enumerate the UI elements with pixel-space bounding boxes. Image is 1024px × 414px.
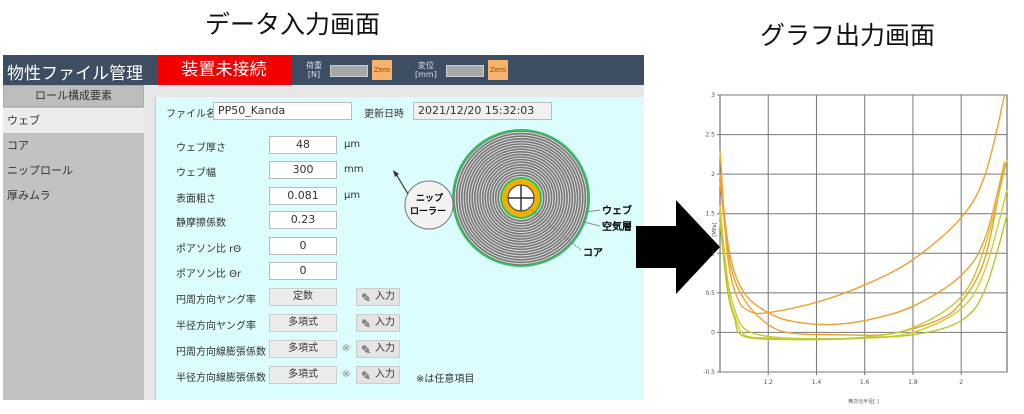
load-label-text: 荷重 [306,61,322,70]
field-label: 表面粗さ [176,194,216,205]
graph-screen-title: グラフ出力画面 [760,21,936,50]
sidebar-item-thickness[interactable]: 厚みムラ [7,189,51,202]
field-unit: µm [344,139,361,150]
updated-label: 更新日時 [364,109,404,120]
property-label: 円周方向ヤング率 [176,295,256,306]
air-layer-label: 空気層 [602,220,632,233]
field-input[interactable]: 48 [269,136,337,154]
app-title: 物性ファイル管理 [7,64,143,84]
field-unit: mm [344,164,364,175]
nip-roller [404,180,454,230]
field-label: ウェブ厚さ [176,143,226,154]
load-unit: [N] [307,70,321,79]
field-label: ウェブ幅 [176,168,216,179]
nip-roller-label-1: ニップ [416,192,444,204]
sidebar-item-core[interactable]: コア [7,139,29,152]
field-input[interactable]: 0 [269,262,337,280]
input-button-label: 入力 [375,317,395,328]
updated-value: 2021/12/20 15:32:03 [413,102,552,120]
content-panel: ファイル名 PP50_Kanda 更新日時 2021/12/20 15:32:0… [155,97,644,400]
load-readout [330,65,368,77]
x-tick-label: 1.4 [812,379,822,386]
disp-label: 変位[mm] [415,61,437,79]
y-tick-label: 2.5 [705,132,715,139]
pencil-icon: ✎ [361,317,372,331]
web-label: ウェブ [602,204,632,217]
y-tick-label: 1 [711,250,715,257]
input-button[interactable]: ✎入力 [356,366,400,384]
sidebar: ロール構成要素 ウェブ コア ニップロール 厚みムラ [3,85,144,400]
y-tick-label: 0 [711,329,715,336]
plot-area [719,94,1008,373]
disp-readout [446,65,484,77]
series-line [719,162,1006,326]
x-tick-label: 1.6 [860,379,870,386]
header-bar: 物性ファイル管理 装置未接続 荷重[N] Zero 変位[mm] Zero [3,55,644,85]
property-type-select[interactable]: 多項式 [269,340,337,358]
roll-diagram: ニップ ローラー ウェブ 空気層 コア [393,129,632,267]
field-unit: µm [344,190,361,201]
y-tick-label: 2 [711,171,715,178]
x-tick-label: 1.2 [763,379,773,386]
load-label: 荷重[N] [306,61,322,79]
sidebar-item-nip-roll[interactable]: ニップロール [7,164,73,177]
y-tick-label: -0.5 [703,369,715,376]
field-input[interactable]: 0 [269,237,337,255]
property-label: 半径方向ヤング率 [176,321,256,332]
disp-zero-button[interactable]: Zero [488,60,508,80]
property-label: 円周方向線膨張係数 [176,347,266,358]
input-screen-title: データ入力画面 [205,10,381,39]
x-axis-label: 無次元半径[-] [848,398,879,405]
x-tick-label: 2 [959,379,963,386]
file-name-input[interactable]: PP50_Kanda [213,102,352,120]
sidebar-item-web[interactable]: ウェブ [3,108,144,133]
property-type-select[interactable]: 多項式 [269,366,337,384]
y-tick-label: 3 [711,92,715,99]
optional-mark: ※ [342,369,351,380]
field-label: ポアソン比 rΘ [176,244,242,255]
sidebar-heading: ロール構成要素 [3,85,144,107]
arrow-right-icon [636,200,720,294]
series-line [719,159,1008,340]
x-tick-label: 1.8 [908,379,918,386]
load-zero-button[interactable]: Zero [372,60,392,80]
property-type-select[interactable]: 定数 [269,288,337,306]
field-input[interactable]: 0.23 [269,211,337,229]
field-input[interactable]: 0.081 [269,187,337,205]
data-input-window: 物性ファイル管理 装置未接続 荷重[N] Zero 変位[mm] Zero ロー… [3,55,644,400]
field-input[interactable]: 300 [269,161,337,179]
property-label: 半径方向線膨張係数 [176,373,266,384]
y-tick-label: 1.5 [705,211,715,218]
stress-chart: -0.5 0 0.5 1 1.5 2 2.5 3 1.2 1.4 1.6 1.8 2 無次元半径[-] [M… [703,92,1008,405]
web-outer-edge [452,129,590,267]
y-axis-label: [MPa] [712,222,718,236]
y-tick-label: 0.5 [705,290,715,297]
input-button[interactable]: ✎入力 [356,314,400,332]
optional-mark: ※ [342,343,351,354]
optional-note: ※は任意項目 [416,374,475,385]
input-button-label: 入力 [375,343,395,354]
field-label: ポアソン比 Θr [176,269,242,280]
pencil-icon: ✎ [361,369,372,383]
core-label: コア [583,247,603,259]
series-line [719,94,1006,315]
nip-direction-arrow [395,173,409,195]
series-line [719,215,1008,341]
disp-label-text: 変位 [417,61,434,70]
series-line [719,162,1006,337]
pencil-icon: ✎ [361,291,372,305]
file-name-label: ファイル名 [166,109,216,120]
pencil-icon: ✎ [361,343,372,357]
property-type-select[interactable]: 多項式 [269,314,337,332]
disp-unit: [mm] [415,70,437,79]
input-button-label: 入力 [375,369,395,380]
input-button[interactable]: ✎入力 [356,340,400,358]
field-label: 静摩擦係数 [176,218,226,229]
input-button[interactable]: ✎入力 [356,288,400,306]
connection-status: 装置未接続 [157,55,291,85]
nip-roller-label-2: ローラー [410,206,446,217]
input-button-label: 入力 [375,291,395,302]
